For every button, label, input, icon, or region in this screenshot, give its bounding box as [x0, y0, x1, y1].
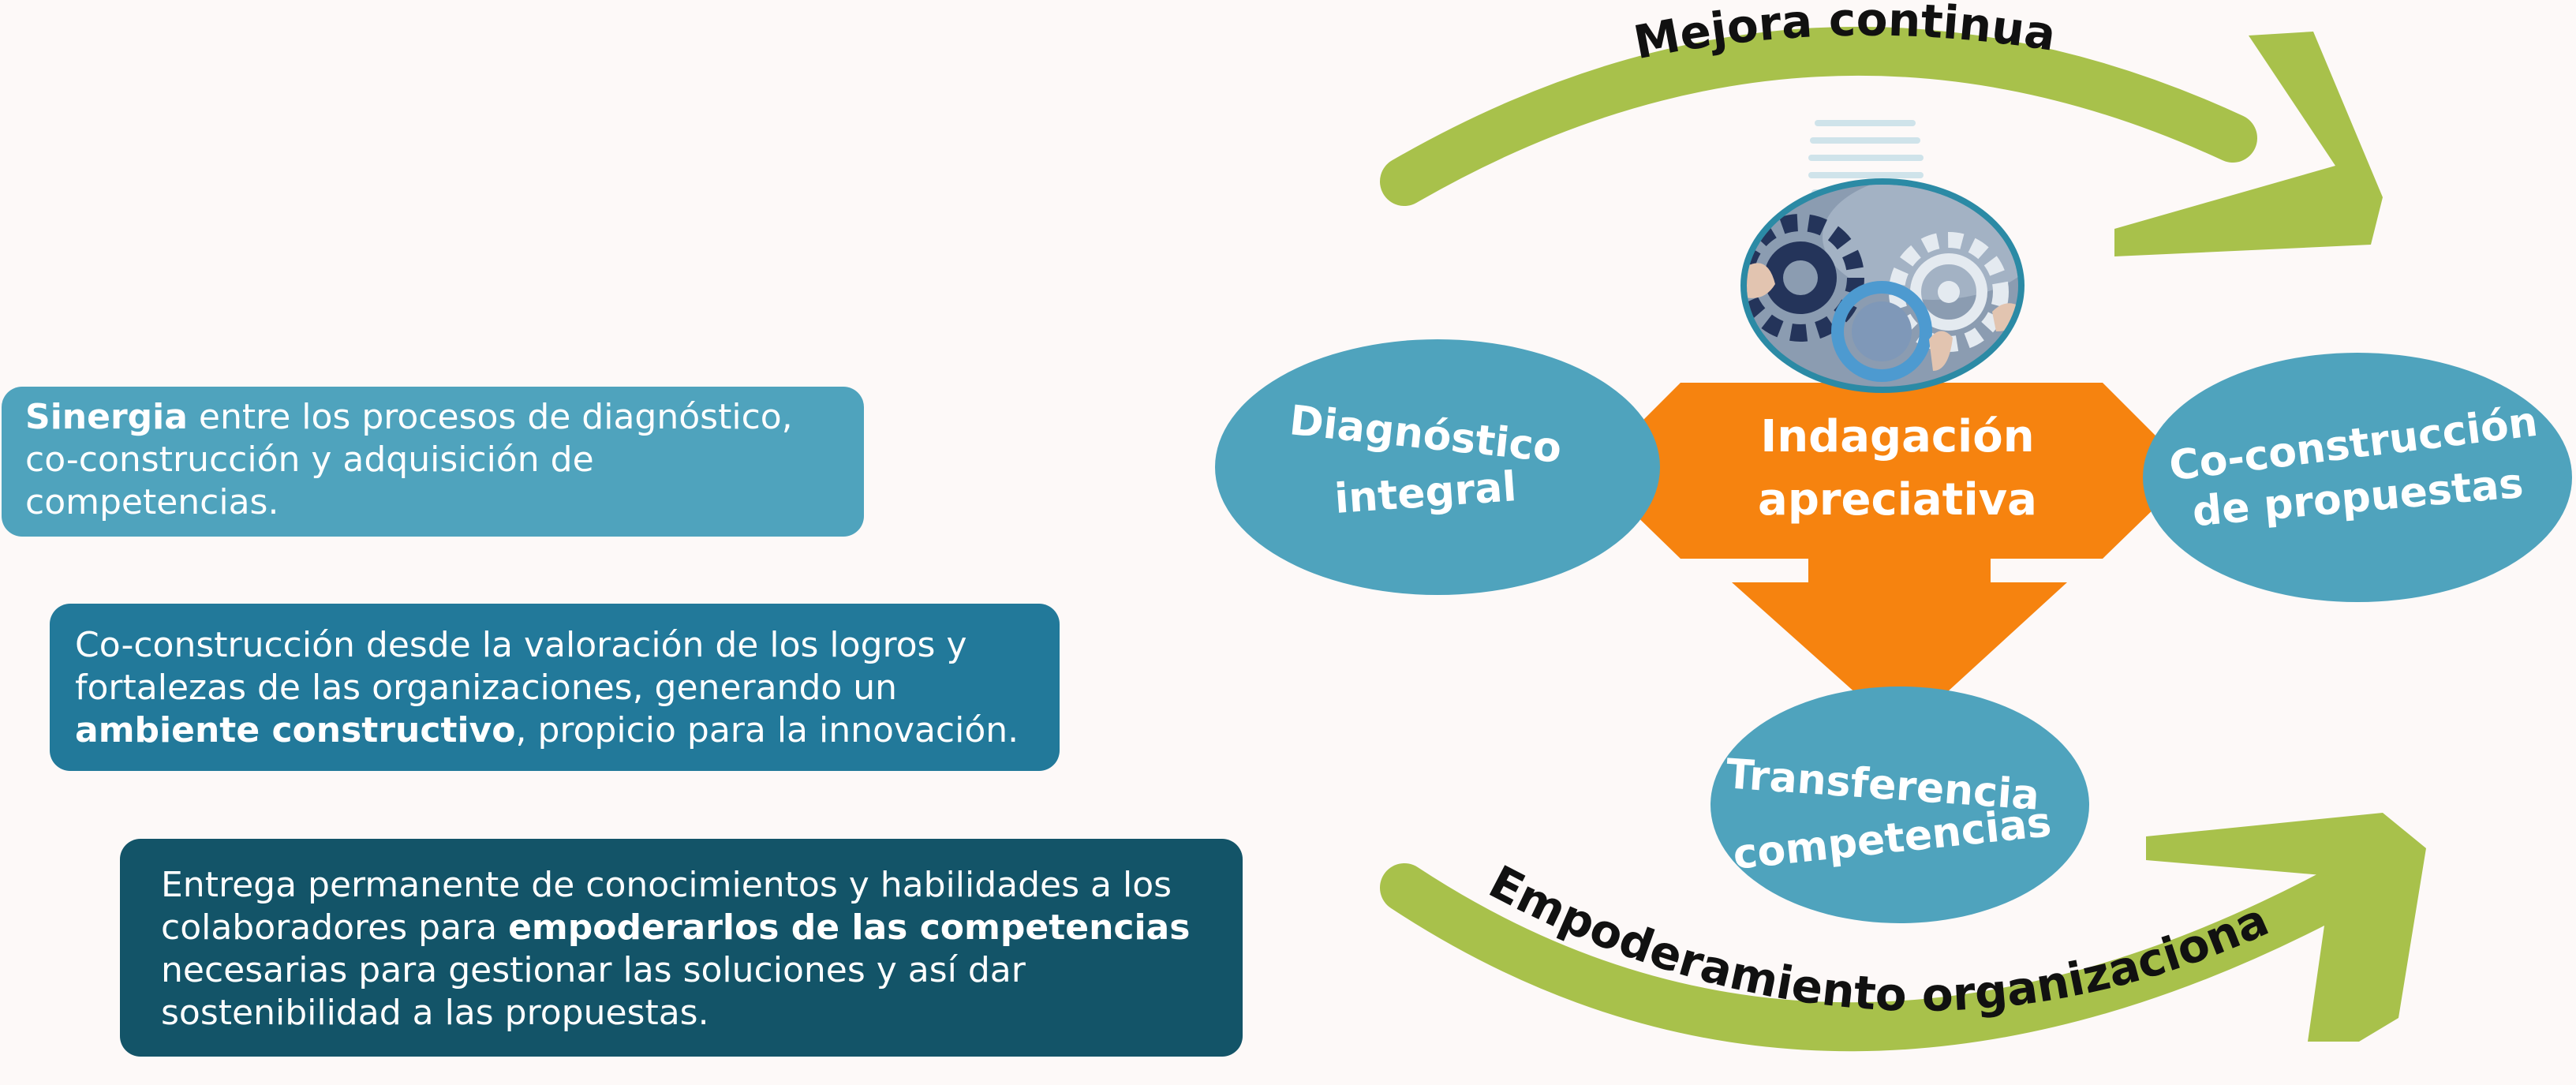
transfer-text-post: necesarias para gestionar las soluciones…	[161, 950, 1026, 1033]
center-label-line1: Indagación	[1760, 411, 2034, 462]
top-arc-arrow: Mejora continua	[1380, 0, 2383, 256]
top-arc-head	[2114, 32, 2383, 256]
bottom-arc-shaft	[1380, 859, 2376, 1052]
bottom-ellipse	[1710, 687, 2089, 923]
top-arc-shaft	[1380, 26, 2257, 206]
co-construction-text-pre: Co-construcción desde la valoración de l…	[75, 625, 967, 708]
synergy-text: entre los procesos de diagnóstico, co-co…	[25, 397, 793, 522]
right-ellipse	[2143, 353, 2572, 602]
bottom-arc-head	[2146, 813, 2426, 1042]
center-label-line2: apreciativa	[1758, 474, 2037, 526]
center-orange-shape	[1625, 383, 2158, 734]
synergy-box: Sinergia entre los procesos de diagnósti…	[2, 387, 864, 537]
co-construction-box: Co-construcción desde la valoración de l…	[50, 604, 1060, 771]
co-construction-text-post: , propicio para la innovación.	[515, 710, 1019, 750]
transfer-bold: empoderarlos de las competencias	[508, 907, 1191, 948]
left-ellipse	[1215, 339, 1660, 595]
gears-icon	[1740, 178, 2025, 393]
co-construction-bold: ambiente constructivo	[75, 710, 516, 750]
synergy-bold: Sinergia	[25, 397, 188, 437]
transfer-box: Entrega permanente de conocimientos y ha…	[120, 839, 1243, 1057]
transfer-text-pre: Entrega permanente de conocimientos y ha…	[161, 865, 1172, 948]
